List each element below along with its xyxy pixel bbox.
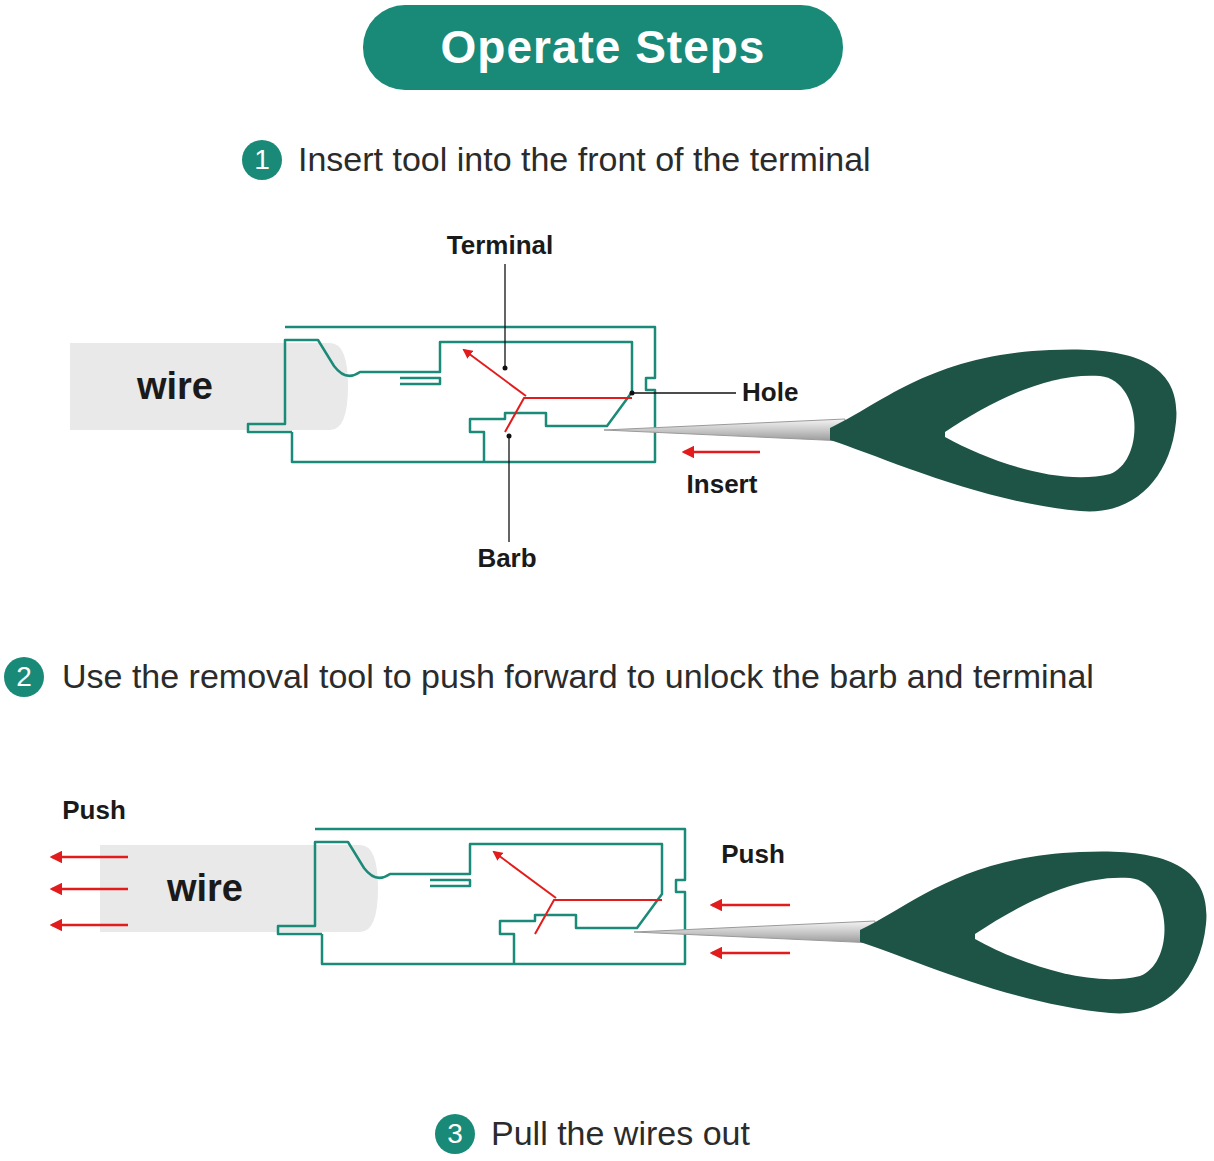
wire-label-box: wire	[100, 355, 250, 417]
leader-dots	[503, 366, 635, 439]
step-number-circle: 2	[4, 657, 44, 697]
step-text: Use the removal tool to push forward to …	[62, 657, 1094, 696]
step-number: 1	[254, 146, 270, 174]
title-text: Operate Steps	[441, 21, 766, 74]
terminal-scene	[70, 327, 1176, 511]
step-number-circle: 1	[242, 140, 282, 180]
part-name: Barb	[477, 544, 536, 574]
insert-arrow	[684, 451, 760, 454]
step-text: Insert tool into the front of the termin…	[298, 140, 871, 179]
wire-label-box: wire	[130, 857, 280, 919]
terminal-scene	[100, 829, 1206, 1013]
part-name: Terminal	[447, 231, 553, 261]
step-number: 3	[447, 1120, 463, 1148]
action-label: Push	[721, 840, 785, 870]
wire-label: wire	[167, 869, 243, 907]
step-number: 2	[16, 663, 32, 691]
title-pill	[363, 5, 843, 90]
push-arrows	[52, 857, 790, 953]
action-label: Insert	[687, 470, 758, 500]
part-name: Hole	[742, 378, 798, 408]
step-text: Pull the wires out	[491, 1114, 750, 1153]
step-number-circle: 3	[435, 1114, 475, 1154]
leader-lines	[505, 264, 736, 542]
wire-label: wire	[137, 367, 213, 405]
action-label: Push	[62, 796, 126, 826]
